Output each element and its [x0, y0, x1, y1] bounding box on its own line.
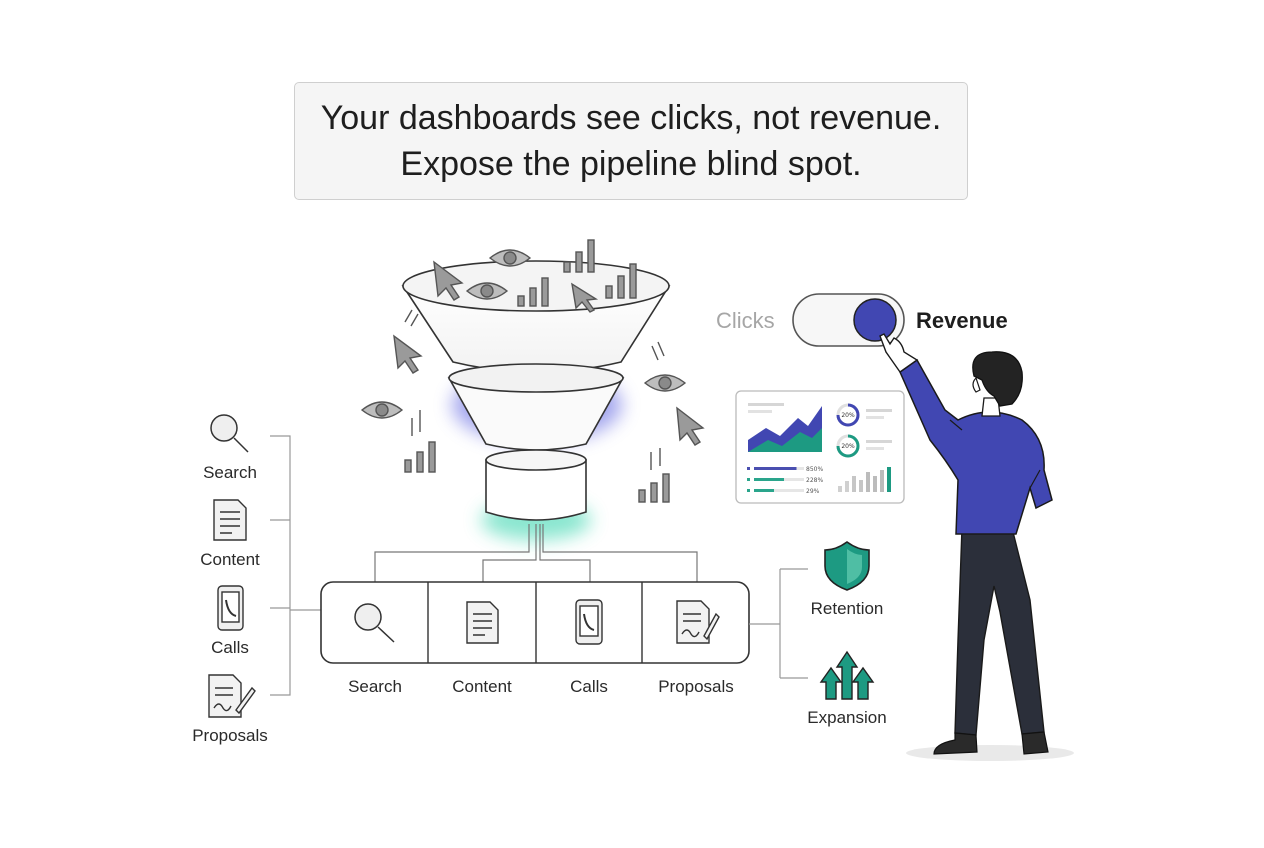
- person-shoe-left: [933, 732, 978, 755]
- donut-1: 20%: [836, 403, 860, 427]
- mini-bar-chart: [838, 467, 891, 492]
- pipeline-label-calls: Calls: [570, 677, 608, 696]
- headline-line-1: Your dashboards see clicks, not revenue.: [320, 99, 942, 137]
- outcome-bracket: [749, 568, 808, 679]
- bar-chart-icon: [563, 239, 595, 273]
- pipeline-signed-document-icon: [676, 600, 720, 644]
- eye-icon: [643, 374, 687, 392]
- progress-bar-value: 29%: [806, 488, 820, 495]
- donut-1-label: 20%: [841, 412, 855, 419]
- card-header-line: [748, 403, 784, 406]
- funnel-rim: [402, 260, 670, 312]
- outcomes-column: [749, 541, 875, 700]
- person-ear: [972, 376, 981, 393]
- progress-bar-dot: [747, 467, 750, 470]
- progress-bar-fill: [754, 489, 774, 492]
- funnel: [374, 260, 698, 582]
- bar-chart-icon: [638, 473, 670, 503]
- card-text-line: [866, 440, 892, 443]
- person-shadow: [906, 745, 1074, 761]
- progress-bars: 850% 228% 29%: [747, 466, 823, 495]
- toggle-label-clicks[interactable]: Clicks: [716, 308, 775, 333]
- eye-icon: [488, 249, 532, 267]
- progress-bar-value: 228%: [806, 477, 823, 484]
- funnel-cylinder: [485, 459, 587, 521]
- headline-box: Your dashboards see clicks, not revenue.…: [294, 82, 968, 200]
- motion-lines: [650, 448, 661, 470]
- cursor-icon: [676, 406, 705, 446]
- pipeline-label-proposals: Proposals: [658, 677, 734, 696]
- motion-lines: [411, 410, 421, 436]
- left-label-proposals: Proposals: [192, 726, 268, 745]
- progress-bar-fill: [754, 467, 797, 470]
- progress-bar-fill: [754, 478, 784, 481]
- person-arm-detail: [949, 419, 1041, 489]
- headline-line-2: Expose the pipeline blind spot.: [400, 145, 862, 183]
- toggle-knob[interactable]: [853, 298, 897, 342]
- floating-icons: [360, 309, 705, 503]
- progress-bar-track: [754, 489, 804, 492]
- left-channel-column: [208, 414, 321, 718]
- bar-chart-icon: [517, 277, 549, 307]
- person-illustration: [879, 333, 1074, 761]
- person-shoe-right: [1021, 731, 1049, 755]
- bar-chart-icon: [605, 263, 637, 299]
- card-text-line: [866, 416, 884, 419]
- progress-bar-dot: [747, 478, 750, 481]
- person-hand: [879, 333, 919, 373]
- motion-lines: [404, 309, 419, 327]
- shield-icon: [824, 541, 870, 591]
- card-text-line: [866, 447, 884, 450]
- donut-2: 20%: [836, 434, 860, 458]
- funnel-contents: [433, 239, 637, 313]
- donut-2-label: 20%: [841, 443, 855, 450]
- left-phone-icon: [217, 585, 244, 631]
- card-text-line: [866, 409, 892, 412]
- area-chart-teal: [748, 428, 822, 452]
- person-neck: [981, 397, 1001, 417]
- progress-bar-value: 850%: [806, 466, 823, 473]
- cursor-icon: [393, 334, 423, 374]
- funnel-connectors: [374, 524, 698, 582]
- left-search-icon: [210, 414, 249, 453]
- pipeline-document-icon: [466, 601, 499, 644]
- progress-bar-dot: [747, 489, 750, 492]
- toggle-label-revenue[interactable]: Revenue: [916, 308, 1008, 333]
- left-label-calls: Calls: [211, 638, 249, 657]
- dashboard-card: 20% 20% 850% 228% 29%: [735, 390, 905, 504]
- left-bracket: [270, 435, 321, 696]
- left-document-icon: [213, 499, 247, 541]
- left-signed-document-icon: [208, 674, 256, 718]
- growth-arrows-icon: [819, 650, 875, 700]
- cursor-icon: [571, 282, 599, 313]
- pipeline-search-icon: [354, 603, 395, 643]
- left-label-search: Search: [203, 463, 257, 482]
- outcome-label-expansion: Expansion: [807, 708, 887, 727]
- pipeline-label-search: Search: [348, 677, 402, 696]
- cursor-icon: [433, 260, 464, 301]
- left-label-content: Content: [200, 550, 260, 569]
- eye-icon: [360, 401, 404, 419]
- pipeline-phone-icon: [575, 599, 603, 645]
- person-hair: [972, 351, 1023, 407]
- pipeline-label-content: Content: [452, 677, 512, 696]
- funnel-middle-rim: [448, 363, 624, 393]
- person-trousers: [954, 527, 1045, 736]
- funnel-cylinder-top: [485, 449, 587, 471]
- outcome-label-retention: Retention: [810, 599, 884, 618]
- bar-chart-icon: [404, 441, 436, 473]
- clicks-revenue-toggle[interactable]: [792, 293, 905, 347]
- motion-lines: [651, 341, 665, 361]
- eye-icon: [465, 282, 509, 300]
- card-header-line: [748, 410, 772, 413]
- pipeline-box: [320, 581, 750, 664]
